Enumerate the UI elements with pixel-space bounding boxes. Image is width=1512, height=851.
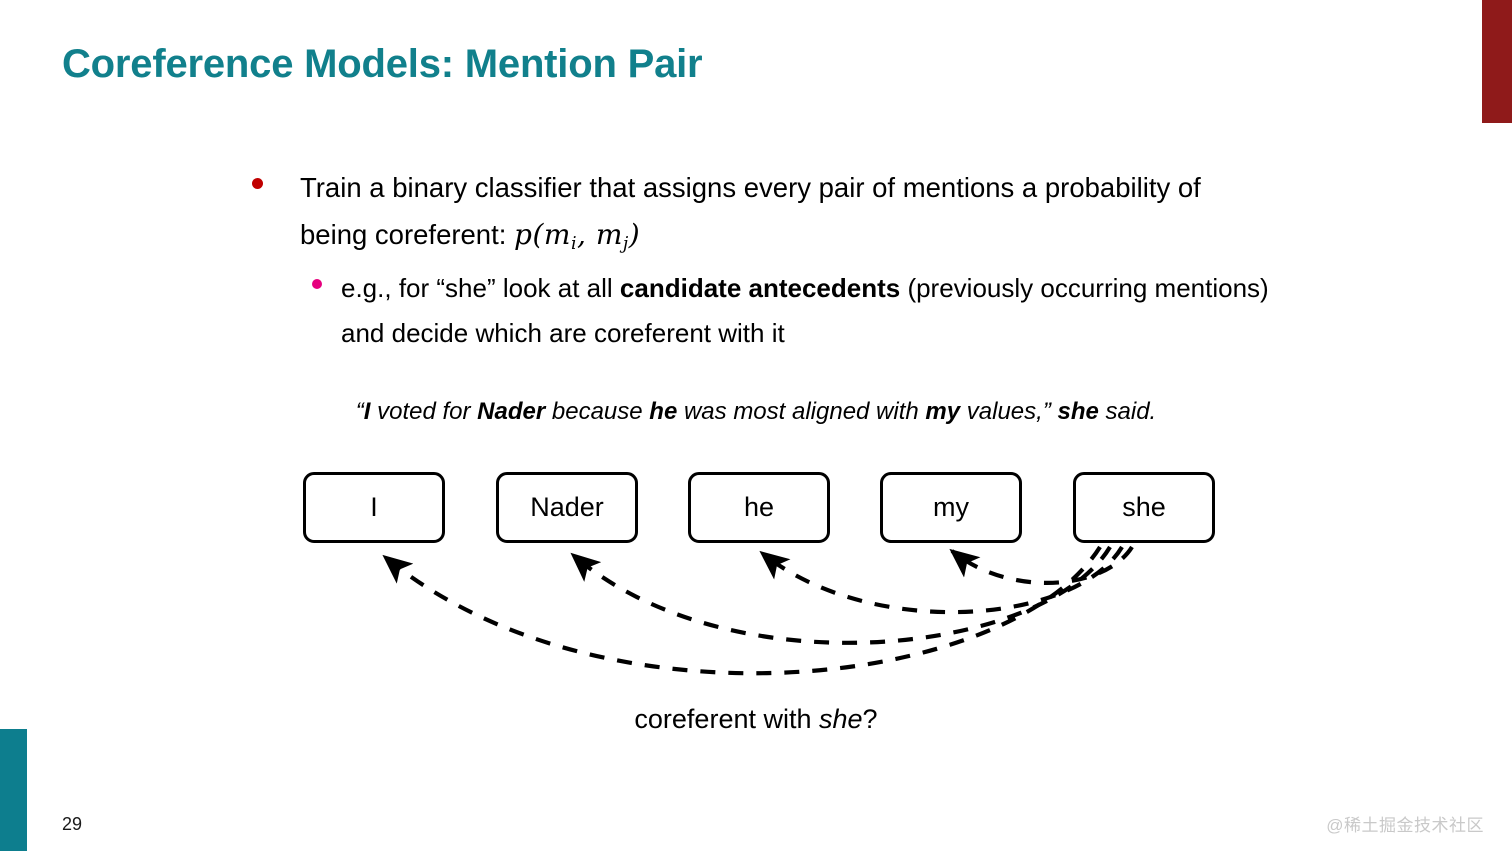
caption: coreferent with she? — [0, 704, 1512, 735]
example-open-quote: “ — [355, 398, 364, 425]
mention-box-i[interactable]: I — [303, 472, 445, 543]
link-she-to-he — [759, 545, 1124, 615]
caption-prefix: coreferent with — [634, 704, 819, 734]
watermark: @稀土掘金技术社区 — [1326, 816, 1484, 835]
example-tail-bold: she — [1057, 398, 1099, 425]
formula-close-paren: ) — [628, 218, 641, 251]
page-number: 29 — [62, 814, 83, 834]
accent-bar-teal-bottom-left — [0, 729, 27, 851]
bullet-level2-text: e.g., for “she” look at all candidate an… — [341, 266, 1272, 356]
example-sentence: “I voted for Nader because he was most a… — [0, 398, 1512, 426]
caption-suffix: ? — [862, 704, 878, 734]
page-title: Coreference Models: Mention Pair — [62, 42, 703, 86]
accent-bar-red-top-right — [1482, 0, 1512, 123]
example-segment-7: values, — [960, 398, 1043, 425]
example-segment-6: my — [925, 398, 961, 425]
bullet-level1-body: Train a binary classifier that assigns e… — [300, 172, 1201, 250]
example-segment-3: because — [545, 398, 650, 425]
formula-comma: , — [577, 218, 596, 251]
mention-box-he[interactable]: he — [688, 472, 830, 543]
bullet-level1-text: Train a binary classifier that assigns e… — [300, 164, 1252, 268]
caption-emphasis: she — [819, 704, 863, 734]
link-she-to-nader — [570, 545, 1112, 645]
example-segment-2: Nader — [477, 398, 546, 425]
example-segment-4: he — [649, 398, 678, 425]
bullet-dot-red-icon — [252, 178, 263, 189]
bullet-level2: e.g., for “she” look at all candidate an… — [312, 266, 1272, 356]
bullet-level2-part2: (previously occurring mentions) and deci… — [341, 273, 1269, 348]
link-she-to-my — [949, 545, 1134, 585]
example-tail: said. — [1098, 398, 1157, 425]
formula-open-paren: ( — [532, 218, 544, 251]
bullet-level2-part1: e.g., for “she” look at all — [341, 273, 620, 303]
mention-box-my[interactable]: my — [880, 472, 1022, 543]
formula-m2: m — [595, 218, 623, 251]
link-she-to-i — [382, 545, 1102, 676]
formula-sub-i: i — [570, 233, 578, 254]
bullet-level2-bold: candidate antecedents — [619, 273, 901, 303]
formula-m1: m — [543, 218, 571, 251]
example-segment-5: was most aligned with — [677, 398, 926, 425]
bullet-level1: Train a binary classifier that assigns e… — [252, 164, 1252, 268]
example-sentence-segments: I voted for Nader because he was most al… — [364, 398, 1043, 425]
probability-formula: p(mi, mj) — [514, 218, 641, 254]
formula-sub-j: j — [622, 233, 629, 254]
example-segment-1: voted for — [370, 398, 478, 425]
bullet-dot-magenta-icon — [312, 279, 322, 289]
example-close-quote: ” — [1042, 398, 1051, 425]
formula-p: p — [514, 218, 533, 251]
example-segment-0: I — [363, 398, 371, 425]
mention-box-she[interactable]: she — [1073, 472, 1215, 543]
mention-box-nader[interactable]: Nader — [496, 472, 638, 543]
